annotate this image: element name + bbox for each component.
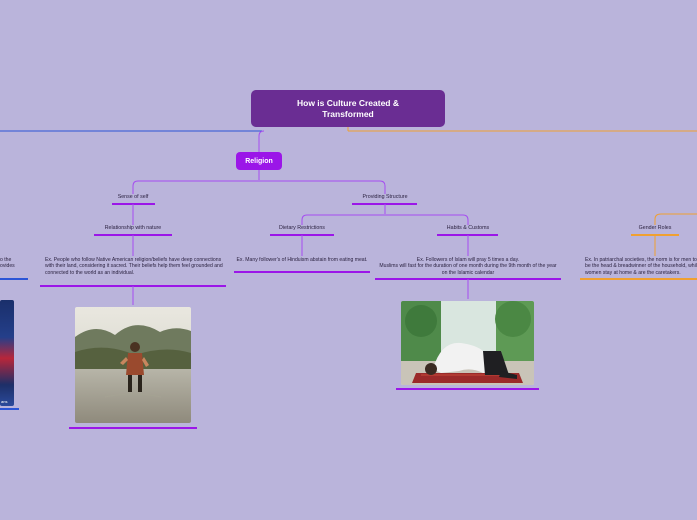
example-gender-roles-text: Ex. In patriarchal societies, the norm i…: [585, 257, 697, 276]
left-partial-line-2: ovides: [0, 263, 15, 270]
topic-sense-of-self[interactable]: Sense of self: [117, 194, 149, 200]
topic-gender-roles[interactable]: Gender Roles: [638, 225, 672, 231]
main-topic-religion[interactable]: Religion: [236, 152, 282, 170]
prayer-photo-image: [401, 301, 534, 385]
central-topic[interactable]: How is Culture Created & Transformed: [251, 90, 445, 127]
main-topic-label: Religion: [245, 157, 273, 165]
central-topic-label: How is Culture Created & Transformed: [296, 97, 400, 119]
example-gender-roles[interactable]: Ex. In patriarchal societies, the norm i…: [585, 257, 697, 276]
topic-dietary-restrictions[interactable]: Dietary Restrictions: [279, 225, 325, 231]
nature-photo: [75, 307, 191, 423]
topic-habits-customs[interactable]: Habits & Customs: [446, 225, 490, 231]
left-partial-image-caption: ans: [1, 399, 8, 404]
left-partial-example[interactable]: o the ovides: [0, 257, 20, 270]
example-diet[interactable]: Ex. Many follower's of Hinduism abstain …: [236, 257, 368, 263]
left-partial-line-1: o the: [0, 257, 12, 263]
example-habits[interactable]: Ex. Followers of Islam will pray 5 times…: [378, 257, 558, 276]
topic-providing-structure[interactable]: Providing Structure: [362, 194, 408, 200]
nature-photo-image: [75, 307, 191, 423]
example-nature[interactable]: Ex. People who follow Native American re…: [45, 257, 223, 276]
prayer-photo: [401, 301, 534, 385]
example-habits-line-2: Muslims will fast for the duration of on…: [379, 263, 557, 276]
example-habits-line-1: Ex. Followers of Islam will pray 5 times…: [416, 257, 520, 263]
left-partial-image: ans: [0, 300, 14, 406]
topic-relationship-with-nature[interactable]: Relationship with nature: [104, 225, 162, 231]
